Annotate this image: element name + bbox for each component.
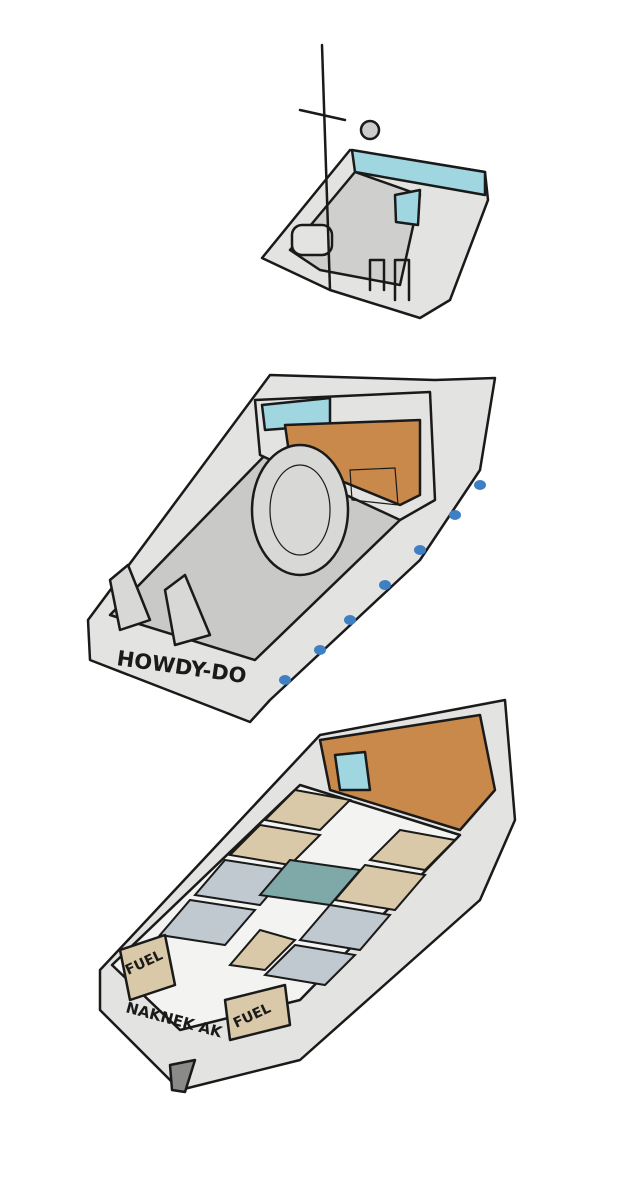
net-reel-deck: HOWDY-DO — [86, 373, 497, 724]
fish-hold-hull: FUEL FUEL NAKNEK AK — [98, 698, 517, 1094]
hold-grid — [158, 788, 458, 987]
float-buoys — [279, 480, 486, 685]
wheelhouse-section — [260, 43, 490, 320]
